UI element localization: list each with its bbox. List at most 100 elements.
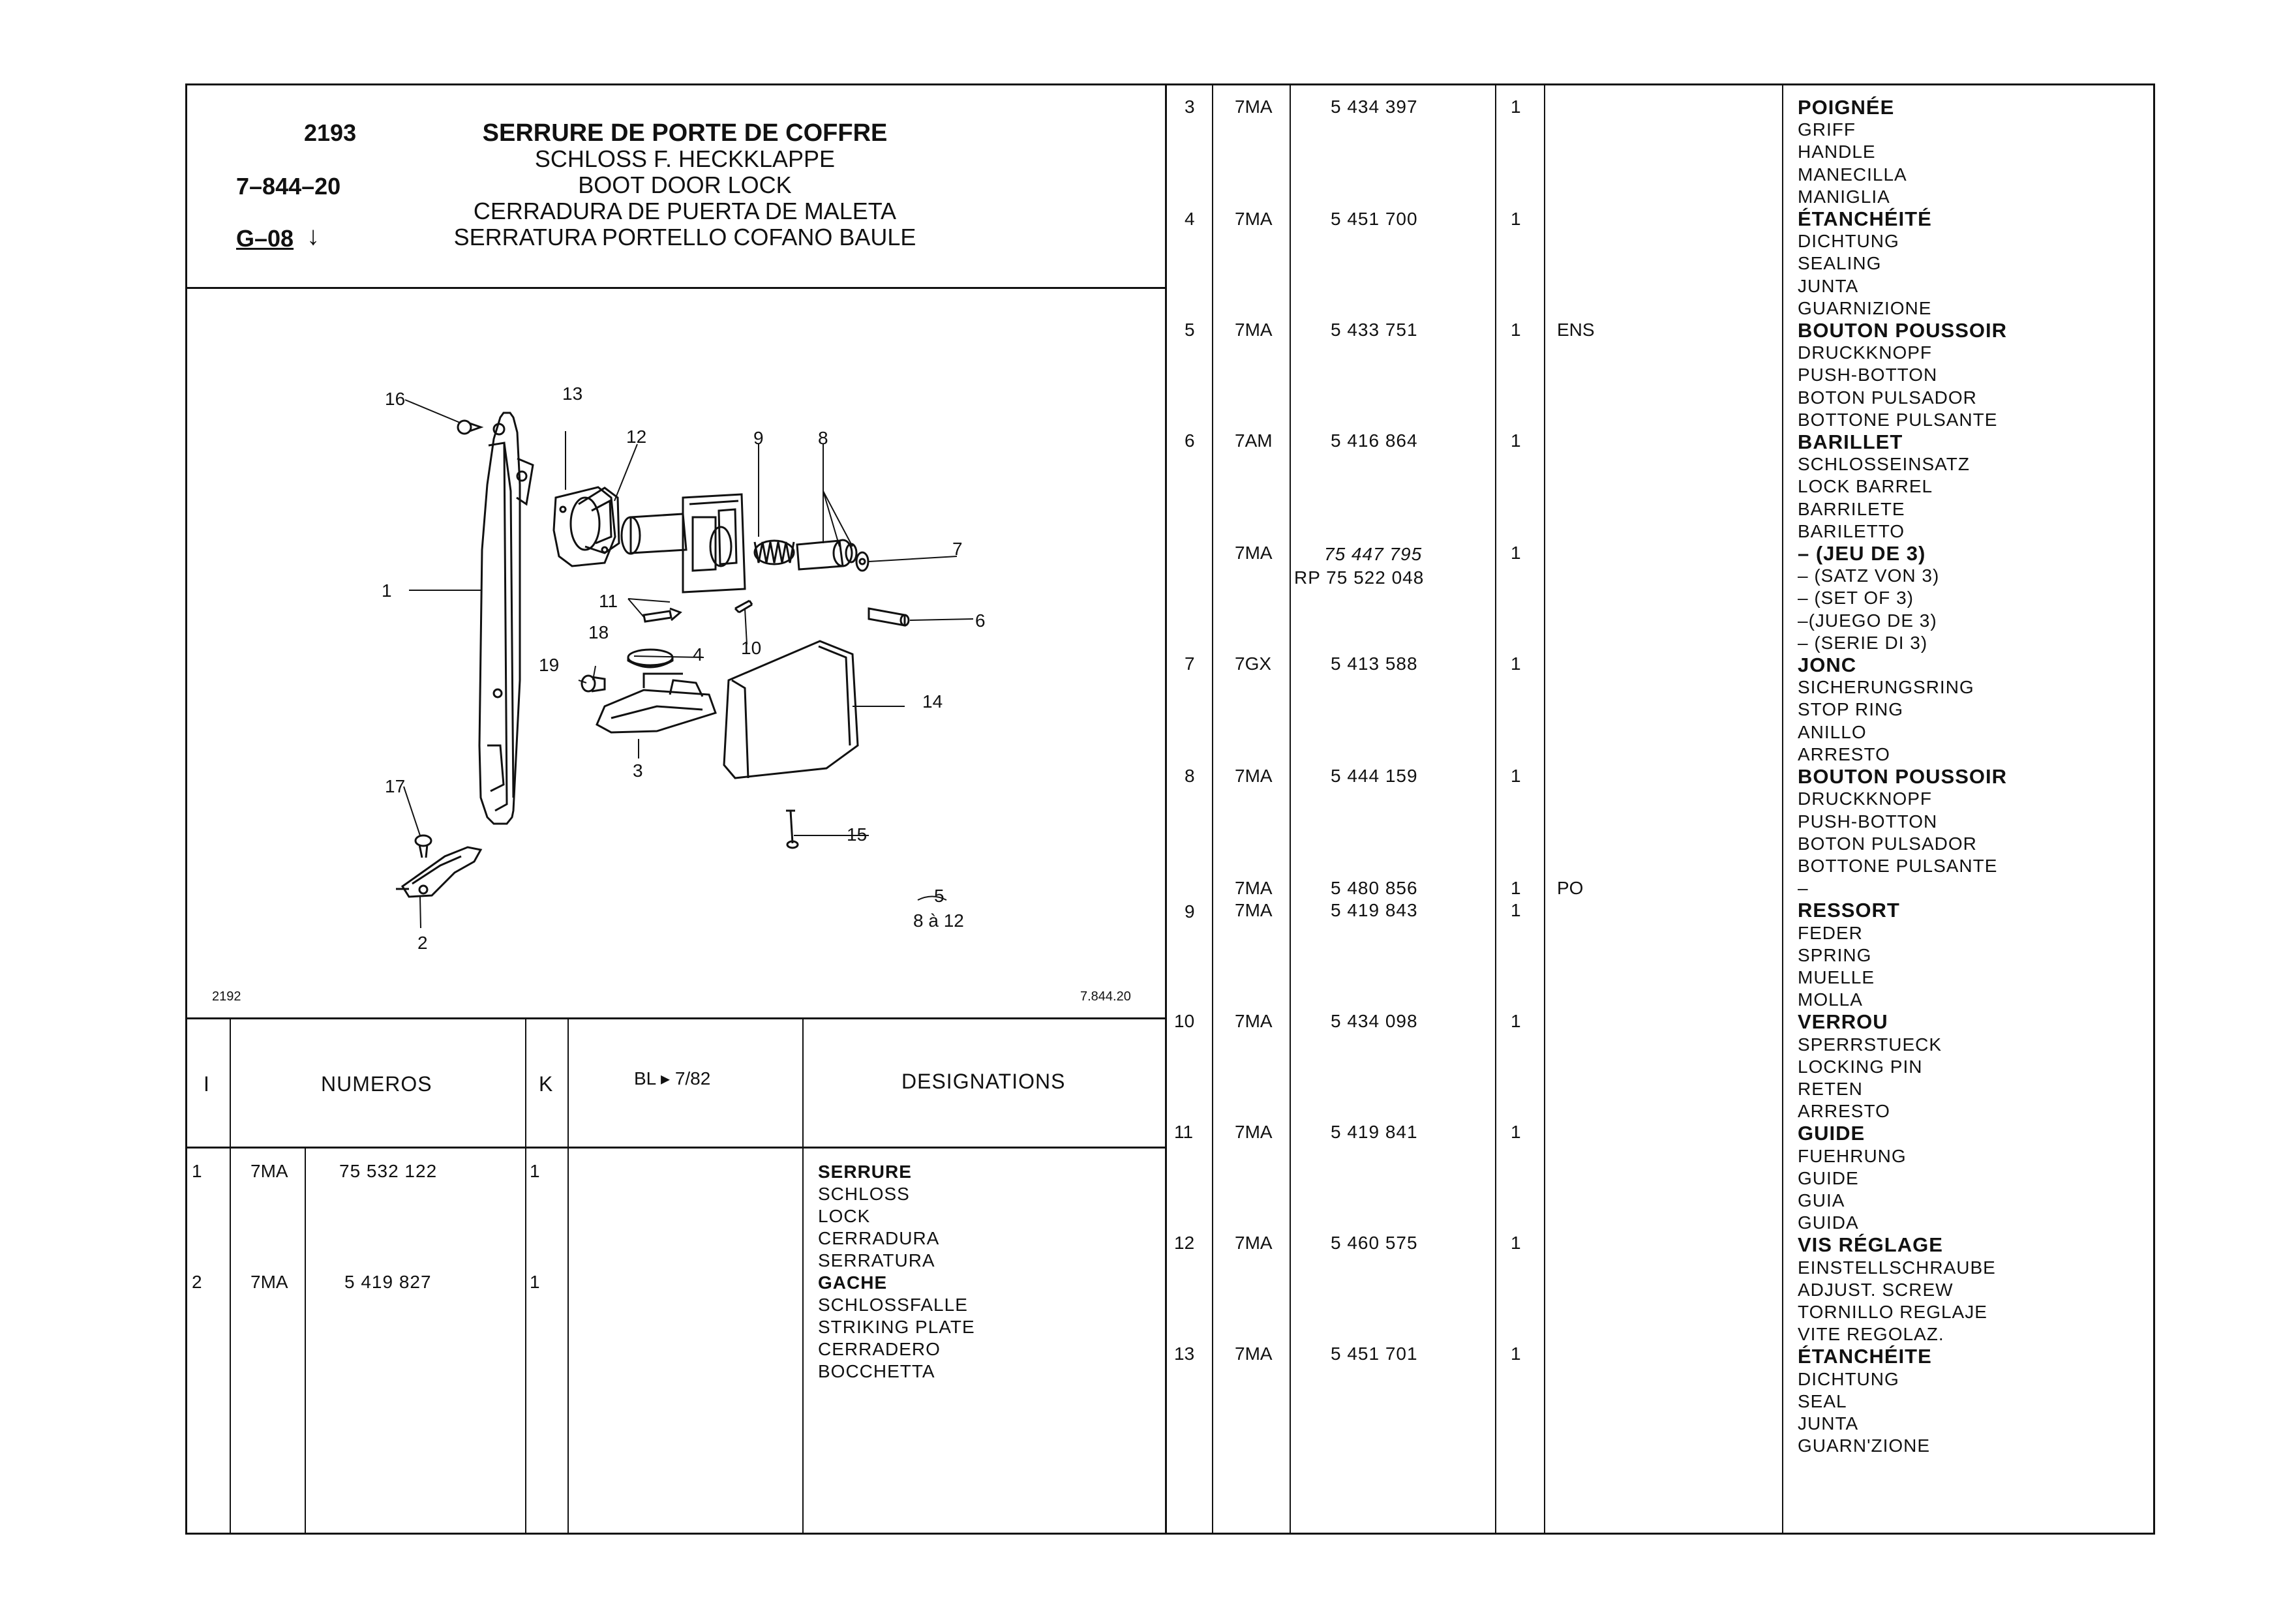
designation-line: SCHLOSSEINSATZ [1798, 454, 1970, 475]
callout-9: 9 [753, 428, 764, 448]
designation-line: VITE REGOLAZ. [1798, 1324, 1944, 1345]
designation-line: GRIFF [1798, 119, 1856, 140]
row-index: 10 [1174, 1011, 1195, 1031]
designation-line: GUARNIZIONE [1798, 297, 1932, 318]
diagram-ref-right: 7.844.20 [1080, 989, 1131, 1004]
row-number: 5 413 588 [1331, 653, 1418, 674]
callout-2: 2 [417, 933, 428, 953]
callout-16: 16 [385, 389, 406, 409]
designation-line: VIS RÉGLAGE [1798, 1233, 1943, 1257]
callout-6: 6 [975, 610, 986, 631]
row-code: 7MA [1235, 1122, 1273, 1142]
col-header-k: K [539, 1072, 553, 1096]
row-number: 5 433 751 [1331, 320, 1418, 340]
designation-line: MANECILLA [1798, 164, 1907, 185]
lock-body-drawing [478, 412, 534, 825]
designation-line: SPERRSTUECK [1798, 1034, 1942, 1055]
designation-line: RESSORT [1798, 899, 1900, 922]
designation-line: MANIGLIA [1798, 186, 1890, 207]
g-code: G–08 [236, 225, 294, 252]
pin-10-drawing [734, 599, 753, 614]
row-index: 1 [192, 1161, 202, 1181]
designation-line: ARRESTO [1798, 743, 1890, 764]
pin-19-drawing [581, 674, 606, 693]
row-bl: ENS [1557, 320, 1595, 340]
leader-lines [403, 399, 974, 929]
row-number: 5 451 700 [1331, 209, 1418, 229]
row-index: 13 [1174, 1344, 1195, 1364]
screw-16-drawing [457, 419, 484, 435]
callout-8: 8 [818, 428, 828, 448]
designation-line: POIGNÉE [1798, 96, 1895, 119]
stop-ring-7-drawing [855, 551, 869, 572]
row-code: 7GX [1235, 653, 1272, 674]
row-qty: 1 [1511, 900, 1521, 920]
seal-4-drawing [627, 648, 674, 668]
designation-line: GUIDA [1798, 1212, 1859, 1233]
row-number: 75 447 795 [1324, 544, 1423, 564]
callout-1: 1 [382, 580, 392, 601]
callout-18: 18 [588, 622, 609, 642]
callout-3: 3 [633, 760, 643, 781]
designation-line: TORNILLO REGLAJE [1798, 1301, 1987, 1322]
col-header-i: I [204, 1072, 209, 1096]
designation-line: DRUCKKNOPF [1798, 788, 1933, 809]
row-index: 8 [1185, 766, 1195, 786]
callout-14: 14 [922, 691, 943, 712]
col-header-bl: BL ▸ 7/82 [634, 1068, 711, 1089]
row-number: 5 434 397 [1331, 97, 1418, 117]
row-number: 5 419 843 [1331, 900, 1418, 920]
designation-line: BOTTONE PULSANTE [1798, 409, 1998, 430]
title-block: SERRURE DE PORTE DE COFFRE SCHLOSS F. HE… [444, 120, 926, 250]
designation-line: GUIDE [1798, 1167, 1859, 1188]
row-qty: 1 [1511, 1011, 1521, 1031]
designation-line: BOTTONE PULSANTE [1798, 855, 1998, 876]
row-code: 7MA [1235, 543, 1273, 563]
row-code: 7MA [1235, 878, 1273, 898]
designation-line: BARILLET [1798, 430, 1903, 454]
row-code: 7MA [1235, 1344, 1273, 1364]
designation-line: SEAL [1798, 1390, 1847, 1411]
row-code: 7MA [250, 1272, 288, 1292]
guide-3-drawing [596, 672, 717, 734]
designation-line: FEDER [1798, 922, 1863, 943]
designation-line: BARILETTO [1798, 520, 1905, 541]
legend-bracket [917, 895, 947, 901]
designation-line: JUNTA [1798, 275, 1859, 296]
callout-4: 4 [693, 644, 703, 665]
row-qty: 1 [1511, 1233, 1521, 1253]
designation-line: BOUTON POUSSOIR [1798, 765, 2008, 788]
row-number: 5 419 827 [344, 1272, 432, 1292]
designation-line: JONC [1798, 653, 1857, 677]
title-fr: SERRURE DE PORTE DE COFFRE [482, 119, 888, 147]
row-code: 7MA [250, 1161, 288, 1181]
designation-line: – (SERIE DI 3) [1798, 632, 1928, 653]
reference-number: 7–844–20 [236, 173, 341, 200]
designation-line: ARRESTO [1798, 1101, 1890, 1122]
row-qty: 1 [1511, 653, 1521, 674]
callout-12: 12 [626, 427, 647, 447]
callout-13: 13 [562, 383, 583, 404]
designation-line: – (SATZ VON 3) [1798, 565, 1940, 586]
col-header-numeros: NUMEROS [321, 1072, 432, 1096]
row-index: 11 [1174, 1122, 1194, 1142]
row-qty: 1 [1511, 209, 1521, 229]
title-en: BOOT DOOR LOCK [578, 172, 792, 198]
designation-line: – [1798, 878, 1809, 899]
row-qty: 1 [1511, 1344, 1521, 1364]
row-code: 7MA [1235, 1233, 1273, 1253]
designation-line: ANILLO [1798, 721, 1867, 742]
designation-line: LOCKING PIN [1798, 1056, 1923, 1077]
title-de: SCHLOSS F. HECKKLAPPE [534, 145, 836, 172]
callout-11: 11 [599, 591, 618, 611]
row-bl: PO [1557, 878, 1584, 898]
row-index: 7 [1185, 653, 1195, 674]
callout-10: 10 [741, 638, 762, 658]
row-index: 2 [192, 1272, 202, 1292]
diagram-ref-left: 2192 [212, 989, 241, 1004]
callout-19: 19 [539, 655, 560, 675]
down-arrow-icon: ↓ [307, 222, 320, 250]
designation-line: VERROU [1798, 1010, 1888, 1034]
row-index: 5 [1185, 320, 1195, 340]
